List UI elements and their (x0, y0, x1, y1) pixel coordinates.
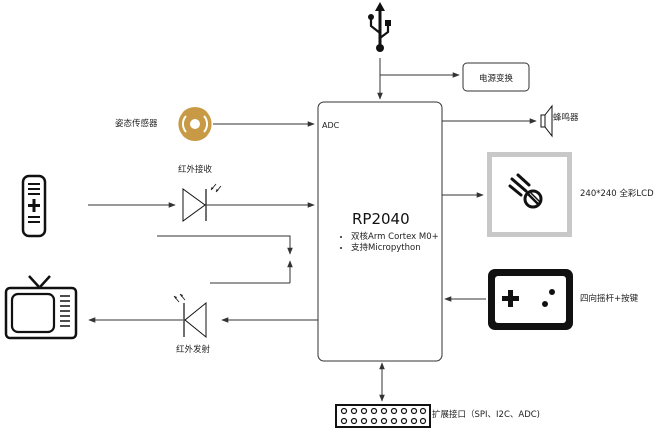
remote-control-icon (21, 174, 47, 238)
expansion-label: 扩展接口（SPI、I2C、ADC) (432, 410, 540, 420)
speaker-icon (540, 104, 553, 138)
attitude-sensor-icon (176, 107, 214, 141)
mcu-title: RP2040 (352, 210, 410, 228)
power-box (462, 62, 530, 92)
mcu-block (317, 101, 443, 362)
tv-icon (4, 275, 78, 340)
power-conversion-label: 电源变换 (478, 74, 513, 84)
usb-icon (368, 2, 391, 52)
ir-transmit-label: 红外发射 (176, 345, 211, 355)
mcu-feature-item: 双核Arm Cortex M0+ (351, 232, 439, 243)
joystick-label: 四向摇杆+按键 (580, 294, 639, 304)
lcd-label: 240*240 全彩LCD (580, 189, 654, 199)
pin-header-icon (335, 404, 431, 428)
attitude-sensor-label: 姿态传感器 (115, 119, 158, 129)
loopback-down-arrow (157, 235, 293, 255)
buzzer-label: 蜂鸣器 (553, 113, 579, 123)
ir-emitter-diode-icon (173, 293, 207, 339)
mcu-feature-list: 双核Arm Cortex M0+ 支持Micropython (341, 232, 439, 254)
adc-label: ADC (322, 121, 340, 130)
ir-receiver-diode-icon (182, 183, 222, 222)
mcu-feature-item: 支持Micropython (351, 243, 439, 254)
lcd-screen-icon (487, 152, 572, 237)
gamepad-icon (488, 269, 573, 330)
ir-receive-label: 红外接收 (178, 165, 213, 175)
